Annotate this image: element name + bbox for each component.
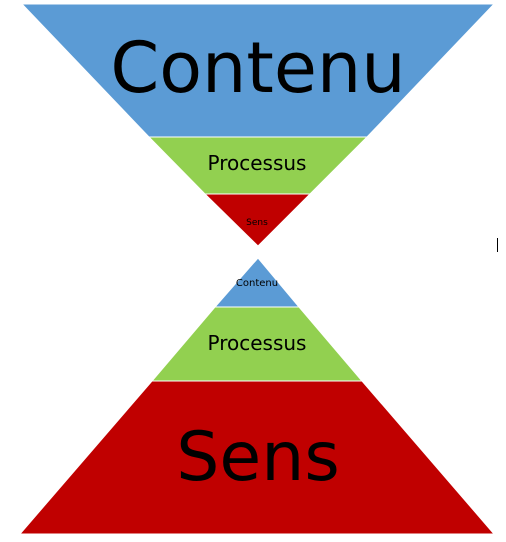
top-label-contenu: Contenu [110,27,405,109]
top-segment-sens [203,193,312,247]
bottom-label-contenu: Contenu [236,278,278,289]
bottom-label-processus: Processus [208,331,307,355]
bottom-triangle: Contenu Processus Sens [18,257,496,535]
bottom-segment-sens [18,380,496,535]
bottom-label-sens: Sens [176,418,340,497]
top-triangle: Contenu Processus Sens [20,3,496,247]
top-label-sens: Sens [246,218,268,228]
top-label-processus: Processus [208,151,307,175]
text-cursor-mark [497,238,498,252]
